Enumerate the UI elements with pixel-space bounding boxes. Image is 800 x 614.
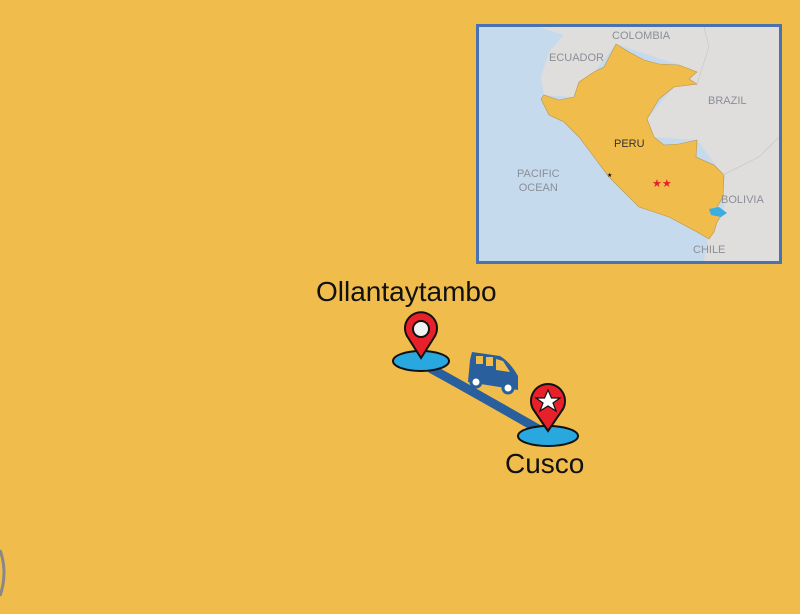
- corner-arc: [0, 549, 6, 597]
- label-peru: PERU: [614, 138, 645, 150]
- land-north: [539, 27, 779, 261]
- star-marker-icon: ★★: [652, 178, 672, 190]
- lima-marker-icon: ★: [607, 172, 612, 179]
- label-brazil: BRAZIL: [708, 95, 747, 107]
- city-label-cusco: Cusco: [505, 448, 585, 479]
- label-bolivia: BOLIVIA: [721, 194, 764, 206]
- inset-map-graphic: ★★ ★: [539, 27, 779, 261]
- pacific-line2: OCEAN: [518, 182, 558, 194]
- pacific-line1: PACIFIC: [517, 168, 560, 180]
- van-icon: [468, 352, 518, 395]
- label-pacific-ocean: PACIFIC OCEAN: [517, 167, 560, 195]
- route-path: [427, 364, 543, 434]
- city-label-ollantaytambo: Ollantaytambo: [316, 276, 497, 307]
- map-pin-circle-icon: [404, 311, 438, 360]
- map-pin-star-icon: [530, 383, 566, 433]
- label-colombia: COLOMBIA: [612, 30, 671, 42]
- label-ecuador: ECUADOR: [549, 52, 605, 64]
- inset-map: ★★ ★ COLOMBIA ECUADOR BRAZIL PERU PACIFI…: [476, 24, 782, 264]
- lake-titicaca: [709, 207, 727, 217]
- label-chile: CHILE: [693, 244, 726, 256]
